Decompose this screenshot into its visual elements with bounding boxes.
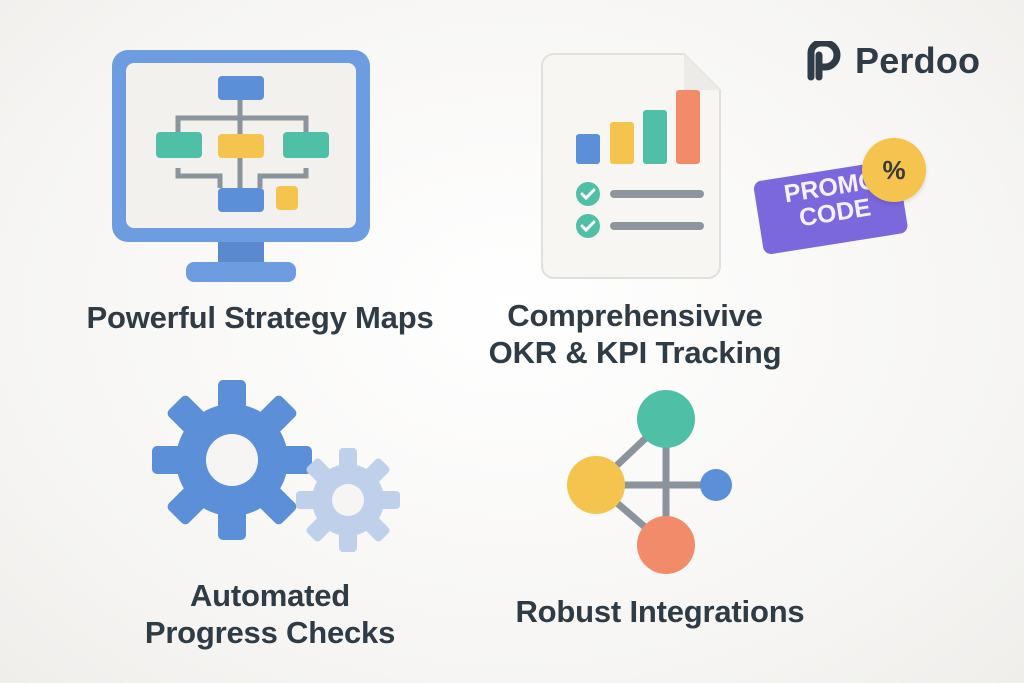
feature-label-okr-kpi-line2: OKR & KPI Tracking [488,334,782,370]
gears-icon [152,380,400,552]
percent-badge: % [862,138,926,202]
feature-label-progress-checks-line1: Automated [189,578,351,613]
promo-code-badge[interactable]: PROMO CODE % [752,134,932,264]
perdoo-p-logo-icon [807,41,841,81]
feature-label-integrations: Robust Integrations [515,594,805,629]
brand-name: Perdoo [855,40,981,81]
feature-label-progress-checks: Automated Progress Checks [110,578,430,651]
strategy-map-monitor-icon [112,50,370,282]
feature-label-strategy-maps: Powerful Strategy Maps [86,300,434,335]
feature-label-progress-checks-line2: Progress Checks [144,614,396,650]
percent-symbol: % [882,154,906,185]
feature-label-okr-kpi: Comprehensivive OKR & KPI Tracking [470,298,800,371]
brand-logo: Perdoo [805,40,980,82]
feature-label-okr-kpi-line1: Comprehensivive [507,298,763,333]
integrations-network-icon [567,390,732,574]
report-chart-checklist-icon [541,53,721,279]
